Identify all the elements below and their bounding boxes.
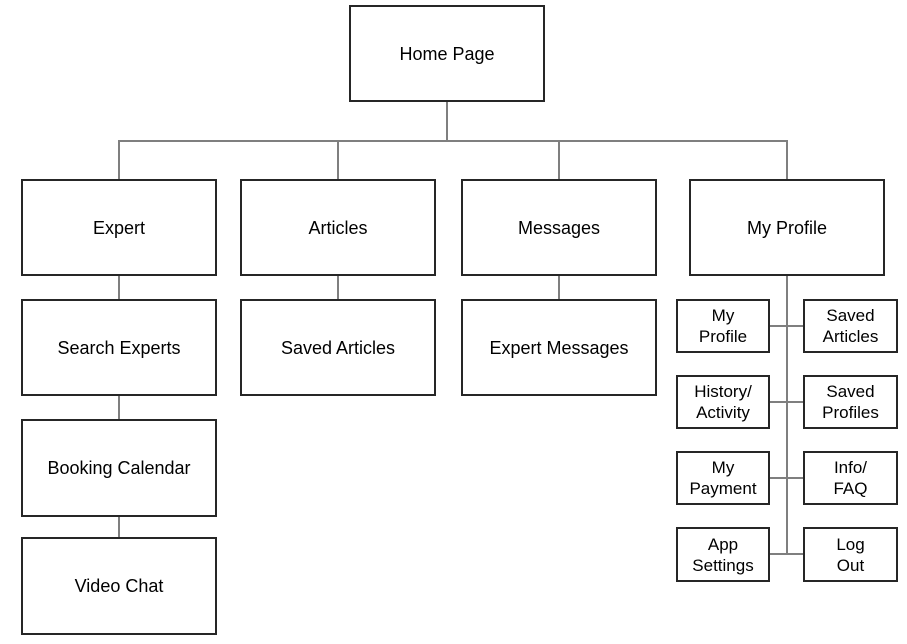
connector-profile-row-2 [770,401,803,403]
node-booking-calendar: Booking Calendar [21,419,217,517]
connector-bus [118,140,788,142]
connector-articles-to-saved-articles [337,276,339,299]
connector-expert-to-search-experts [118,276,120,299]
node-saved-articles: Saved Articles [240,299,436,396]
connector-profile-spine [786,276,788,555]
node-search-experts: Search Experts [21,299,217,396]
connector-bus-to-articles [337,140,339,179]
connector-search-experts-to-booking-calendar [118,396,120,419]
node-my-payment: My Payment [676,451,770,505]
node-saved-profiles: Saved Profiles [803,375,898,429]
connector-bus-to-messages [558,140,560,179]
connector-booking-calendar-to-video-chat [118,517,120,537]
connector-messages-to-expert-messages [558,276,560,299]
connector-bus-to-my-profile [786,140,788,179]
node-video-chat: Video Chat [21,537,217,635]
node-expert: Expert [21,179,217,276]
connector-home-to-bus [446,102,448,141]
node-my-profile-sub: My Profile [676,299,770,353]
node-log-out: Log Out [803,527,898,582]
node-info-faq: Info/ FAQ [803,451,898,505]
node-app-settings: App Settings [676,527,770,582]
node-expert-messages: Expert Messages [461,299,657,396]
node-home-page: Home Page [349,5,545,102]
connector-profile-row-1 [770,325,803,327]
connector-profile-row-4 [770,553,803,555]
node-articles: Articles [240,179,436,276]
connector-bus-to-expert [118,140,120,179]
node-my-profile: My Profile [689,179,885,276]
node-saved-articles-sub: Saved Articles [803,299,898,353]
connector-profile-row-3 [770,477,803,479]
node-history-activity: History/ Activity [676,375,770,429]
node-messages: Messages [461,179,657,276]
